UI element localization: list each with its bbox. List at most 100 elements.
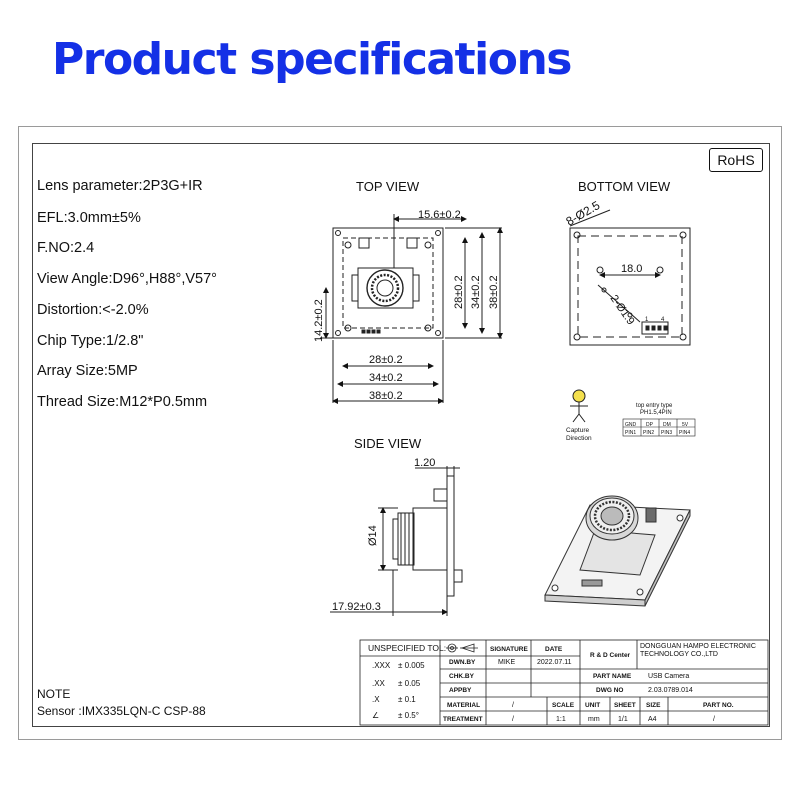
top-hole — [424, 324, 432, 332]
top-mount-hole — [435, 330, 441, 336]
tb-treatment: TREATMENT — [443, 716, 483, 723]
top-lens-tab — [351, 274, 359, 302]
rohs-badge: RoHS — [709, 148, 763, 172]
side-view-label: SIDE VIEW — [354, 436, 422, 451]
connector-pin4-mark: 4 — [661, 317, 665, 323]
connector-pin1-mark: 1 — [645, 317, 649, 323]
top-mount-hole — [435, 230, 441, 236]
top-component — [406, 237, 418, 249]
tb-part-name: USB Camera — [648, 673, 689, 680]
tb-dwg-no: 2.03.0789.014 — [648, 687, 693, 694]
side-lens-front — [392, 518, 399, 560]
top-inner-dashed — [342, 237, 434, 329]
bottom-hole — [596, 266, 604, 274]
top-hole — [344, 324, 352, 332]
top-hole — [424, 241, 432, 249]
tb-signature-header: SIGNATURE — [490, 646, 528, 653]
top-board-outline — [332, 227, 444, 339]
tol-value-angle: ± 0.5° — [398, 711, 419, 720]
tb-dwn-name: MIKE — [498, 659, 515, 666]
spec-chip-type: Chip Type:1/2.8" — [37, 333, 144, 349]
dim-top-v28: 28±0.2 — [453, 275, 465, 309]
title-block — [359, 639, 769, 726]
top-hole — [344, 241, 352, 249]
tb-dwn-date: 2022.07.11 — [537, 659, 572, 666]
top-pin — [371, 329, 376, 334]
spec-fno: F.NO:2.4 — [37, 240, 95, 256]
side-component — [433, 488, 448, 502]
pin-name-dp: DP — [646, 422, 654, 428]
tb-unit: UNIT — [585, 702, 600, 709]
dim-side-120: 1.20 — [414, 457, 435, 469]
capture-direction-figure — [570, 389, 588, 423]
dim-top-w34: 34±0.2 — [369, 372, 403, 384]
spec-distortion: Distortion:<-2.0% — [37, 302, 149, 318]
bottom-hole — [679, 333, 687, 341]
drawing-frame — [32, 143, 770, 727]
page-title: Product specifications — [52, 34, 572, 85]
spec-view-angle: View Angle:D96°,H88°,V57° — [37, 271, 217, 287]
bottom-hole — [679, 231, 687, 239]
pin-num-2: PIN2 — [643, 430, 654, 436]
side-lens-barrel — [397, 512, 415, 566]
top-view-label: TOP VIEW — [356, 179, 420, 194]
top-lens-thread — [370, 273, 400, 303]
bottom-hole — [573, 333, 581, 341]
pin-num-1: PIN1 — [625, 430, 636, 436]
tb-size-val: A4 — [648, 716, 657, 723]
top-lens-glass — [376, 279, 394, 297]
tb-chk-by: CHK.BY — [449, 673, 475, 680]
tb-material-val: / — [512, 702, 514, 709]
top-mount-hole — [335, 330, 341, 336]
spec-lens-parameter: Lens parameter:2P3G+IR — [37, 178, 203, 194]
tb-appby: APPBY — [449, 687, 472, 694]
spec-thread-size: Thread Size:M12*P0.5mm — [37, 394, 208, 410]
pin-num-4: PIN4 — [679, 430, 690, 436]
side-lens-holder — [412, 507, 448, 571]
tolerance-header: UNSPECIFIED TOL: — [368, 643, 446, 653]
tb-company: DONGGUAN HAMPO ELECTRONIC TECHNOLOGY CO.… — [640, 643, 756, 658]
bottom-connector — [641, 321, 669, 335]
bottom-hole — [573, 231, 581, 239]
dim-bottom-18: 18.0 — [621, 263, 642, 275]
tb-date-header: DATE — [545, 646, 563, 653]
bottom-hole — [656, 266, 664, 274]
tb-part-name-label: PART NAME — [593, 673, 632, 680]
tol-value-xx: ± 0.05 — [398, 679, 421, 688]
dim-top-14: 14.2±0.2 — [313, 299, 325, 342]
capture-label-2: Direction — [566, 435, 592, 442]
dim-bottom-hole2: 2-Ø1.9 — [608, 293, 637, 327]
dim-top-v34: 34±0.2 — [470, 275, 482, 309]
tb-rd-center: R & D Center — [590, 652, 631, 659]
bottom-board-outline — [569, 227, 691, 346]
top-lens-tab — [412, 274, 420, 302]
top-pin — [366, 329, 371, 334]
bottom-inner-dashed — [577, 235, 683, 338]
spec-array-size: Array Size:5MP — [37, 363, 138, 379]
capture-label-1: Capture — [566, 427, 590, 434]
dim-side-d14: Ø14 — [367, 525, 379, 546]
tb-treatment-val: / — [512, 716, 514, 723]
dim-side-1792: 17.92±0.3 — [332, 601, 381, 613]
tb-part-no-val: / — [713, 716, 715, 723]
side-view-drawing — [330, 466, 463, 616]
pin-name-dm: DM — [663, 422, 671, 428]
tol-label-x: .X — [372, 695, 380, 704]
tb-scale: SCALE — [552, 702, 575, 709]
top-lens-barrel — [366, 269, 404, 307]
tb-dwn-by: DWN.BY — [449, 659, 476, 666]
tb-sheet: SHEET — [614, 702, 636, 709]
dim-top-v38: 38±0.2 — [488, 275, 500, 309]
tol-label-angle: ∠ — [372, 711, 379, 720]
top-component — [358, 237, 370, 249]
dim-bottom-hole: 8-Ø2.5 — [564, 198, 603, 229]
tol-label-xxx: .XXX — [372, 661, 391, 670]
pin-name-gnd: GND — [625, 422, 637, 428]
drawing-sheet — [18, 126, 782, 740]
bottom-view-drawing — [569, 209, 691, 346]
bottom-view-label: BOTTOM VIEW — [578, 179, 671, 194]
side-board — [446, 475, 455, 597]
tol-value-xxx: ± 0.005 — [398, 661, 425, 670]
pin-name-5v: 5V — [682, 422, 689, 428]
